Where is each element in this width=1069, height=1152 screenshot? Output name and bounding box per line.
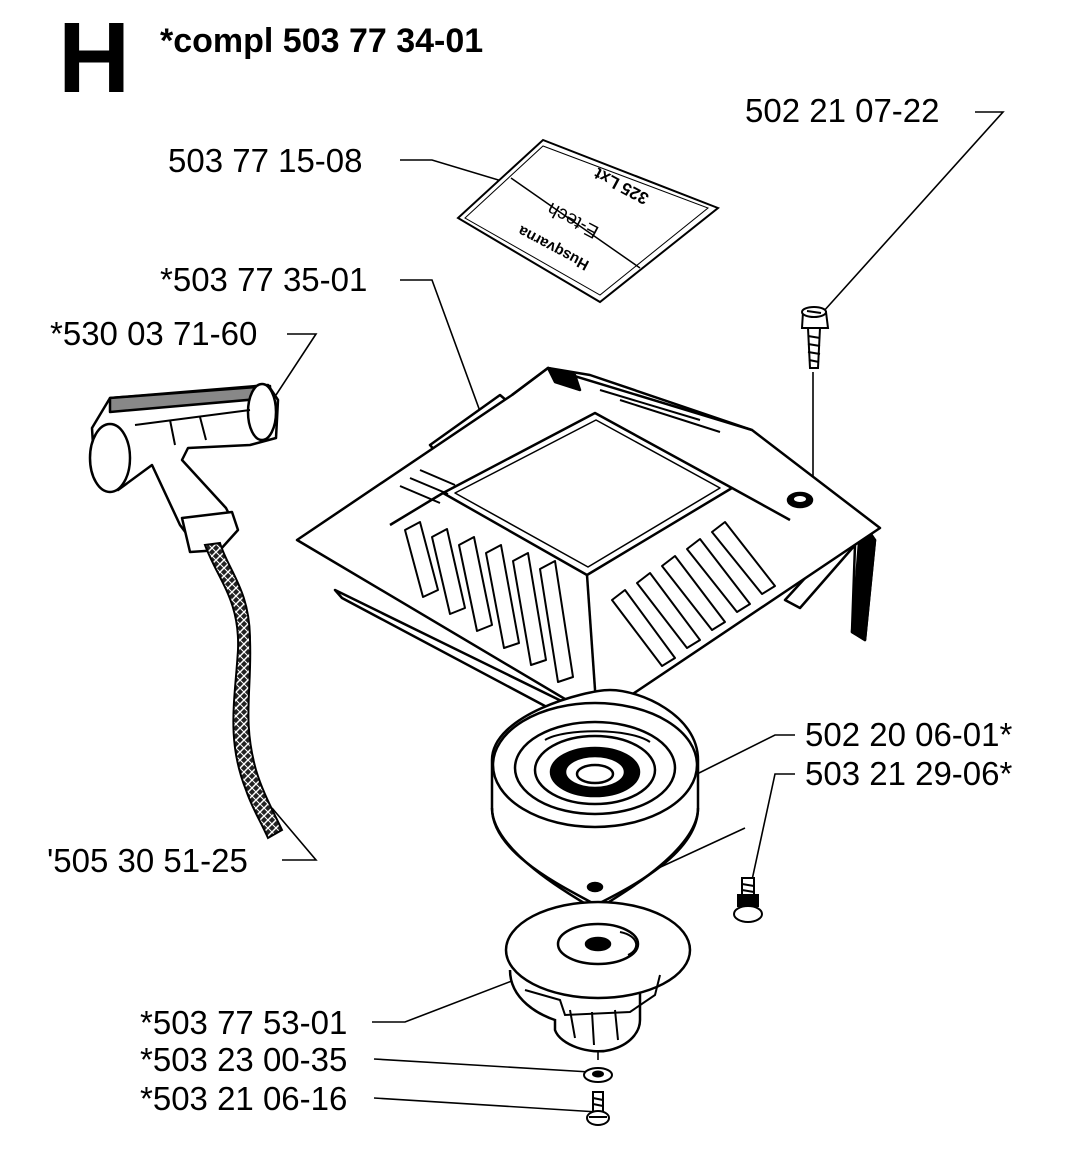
part-number-pulley[interactable]: *503 77 53-01 bbox=[140, 1004, 348, 1041]
right-vents bbox=[611, 521, 776, 667]
assembly-number: *compl 503 77 34-01 bbox=[160, 22, 484, 60]
spring-cassette-icon[interactable] bbox=[490, 688, 700, 912]
pulley-icon[interactable] bbox=[504, 900, 692, 1053]
starter-handle-icon[interactable] bbox=[88, 382, 280, 554]
screw-top-icon[interactable] bbox=[800, 306, 830, 369]
starter-cover[interactable] bbox=[295, 366, 882, 724]
part-number-screw-top[interactable]: 502 21 07-22 bbox=[745, 92, 940, 129]
screw-small-icon[interactable] bbox=[733, 877, 763, 923]
part-number-starter-cover[interactable]: *503 77 35-01 bbox=[160, 261, 368, 298]
cover-ribs bbox=[399, 389, 721, 504]
part-number-screw-small[interactable]: 503 21 29-06* bbox=[805, 755, 1013, 792]
part-number-spring-cassette[interactable]: 502 20 06-01* bbox=[805, 716, 1013, 753]
screw-bottom-icon[interactable] bbox=[586, 1091, 610, 1126]
part-number-handle[interactable]: *530 03 71-60 bbox=[50, 315, 258, 352]
section-letter: H bbox=[58, 2, 131, 114]
starter-rope-icon[interactable] bbox=[203, 541, 284, 840]
part-number-washer[interactable]: *503 23 00-35 bbox=[140, 1041, 348, 1078]
washer-icon[interactable] bbox=[583, 1067, 613, 1083]
decal-label[interactable]: 325 Lxt E-tech Husqvarna bbox=[456, 138, 720, 304]
part-number-rope[interactable]: '505 30 51-25 bbox=[47, 842, 248, 879]
left-vents bbox=[404, 521, 574, 683]
part-number-screw-bottom[interactable]: *503 21 06-16 bbox=[140, 1080, 348, 1117]
part-number-decal[interactable]: 503 77 15-08 bbox=[168, 142, 363, 179]
